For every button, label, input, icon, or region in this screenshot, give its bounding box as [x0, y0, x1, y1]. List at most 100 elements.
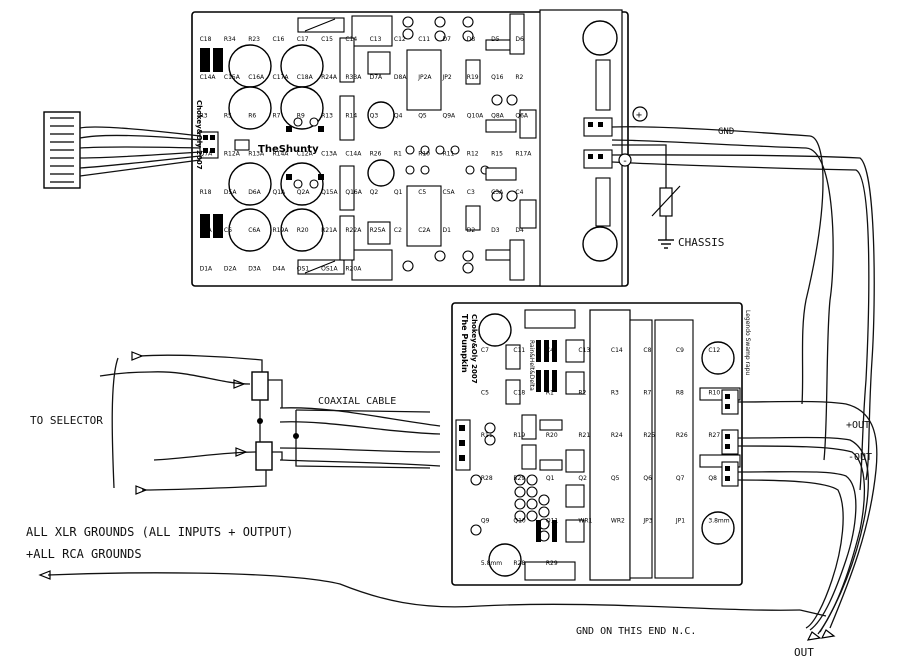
silkscreen-label: R13A: [248, 151, 265, 158]
chassis-label: CHASSIS: [678, 236, 724, 249]
silkscreen-label: R1: [394, 151, 402, 158]
silkscreen-label: R28: [481, 475, 493, 482]
silkscreen-label: R5: [224, 112, 232, 119]
silkscreen-label: R29: [513, 475, 525, 482]
silkscreen-label: WR1: [578, 518, 592, 525]
silkscreen-label: R19: [467, 74, 479, 81]
bottom-heatsink: [589, 309, 631, 581]
silkscreen-label: R23: [248, 36, 260, 43]
silkscreen-label: Q11: [546, 518, 559, 525]
out-label: OUT: [794, 646, 814, 659]
silkscreen-label: C13: [370, 36, 382, 43]
silkscreen-label: Q16A: [345, 189, 362, 196]
silkscreen-label: D1: [443, 227, 452, 234]
silkscreen-label: C3A: [491, 189, 504, 196]
silkscreen-label: C13: [578, 347, 590, 354]
silkscreen-label: R25A: [370, 227, 387, 234]
silkscreen-label: C4A: [200, 227, 213, 234]
silkscreen-label: C18: [513, 390, 525, 397]
silkscreen-label: Q2: [578, 475, 587, 482]
silkscreen-label: R14: [345, 112, 357, 119]
to-selector-label: TO SELECTOR: [30, 414, 103, 427]
silkscreen-label: C8: [643, 347, 651, 354]
silkscreen-label: C4: [515, 189, 523, 196]
silkscreen-label: D4A: [273, 266, 286, 273]
silkscreen-label: C14: [611, 347, 623, 354]
silkscreen-label: C5: [418, 189, 426, 196]
silkscreen-label: D3: [491, 227, 500, 234]
pumpkin-legend: Legendo Swamp rapu: [744, 310, 751, 376]
silkscreen-label: Q10A: [467, 112, 484, 119]
plus-out-label: +OUT: [846, 420, 870, 431]
minus-sign: -: [622, 156, 628, 167]
silkscreen-label: C12: [394, 36, 406, 43]
minus-out-label: -OUT: [848, 452, 872, 463]
silkscreen-label: Q4: [394, 112, 403, 119]
silkscreen-label: D6: [515, 36, 524, 43]
silkscreen-label: D4: [515, 227, 524, 234]
silkscreen-label: R25: [643, 432, 655, 439]
silkscreen-label: R18: [200, 189, 212, 196]
silkscreen-label: R6: [248, 112, 256, 119]
silkscreen-label: C18A: [297, 74, 314, 81]
shunty-title: TheShunty: [258, 144, 319, 155]
silkscreen-label: R12: [467, 151, 479, 158]
silkscreen-label: JP3: [642, 518, 652, 525]
silkscreen-label: R29: [546, 560, 558, 567]
silkscreen-label: Q2: [370, 189, 379, 196]
silkscreen-label: R12A: [224, 151, 241, 158]
silkscreen-label: R21A: [321, 227, 338, 234]
silkscreen-label: WR2: [611, 518, 625, 525]
silkscreen-label: Q3: [370, 112, 379, 119]
silkscreen-label: C5: [481, 390, 489, 397]
silkscreen-label: Q1: [546, 475, 555, 482]
silkscreen-label: R20: [297, 227, 309, 234]
silkscreen-label: Q2A: [297, 189, 311, 196]
silkscreen-label: D8A: [394, 74, 407, 81]
silkscreen-label: D7A: [370, 74, 383, 81]
pumpkin-title: The Pumpkin: [460, 314, 469, 373]
silkscreen-label: C11: [513, 347, 525, 354]
silkscreen-label: Q7: [676, 475, 685, 482]
silkscreen-label: C6A: [248, 227, 261, 234]
silkscreen-label: R1: [546, 390, 554, 397]
silkscreen-label: C6: [224, 227, 232, 234]
silkscreen-label: 5.8mm: [481, 560, 502, 567]
silkscreen-label: R2: [515, 74, 523, 81]
shunty-board: [191, 9, 629, 287]
silkscreen-label: OS1A: [321, 266, 338, 273]
silkscreen-label: R26: [676, 432, 688, 439]
silkscreen-label: C16A: [248, 74, 265, 81]
silkscreen-label: 3.8mm: [708, 518, 729, 525]
silkscreen-label: Q1A: [273, 189, 287, 196]
silkscreen-label: C7: [481, 347, 489, 354]
silkscreen-label: C14A: [200, 74, 217, 81]
silkscreen-label: R33A: [345, 74, 362, 81]
silkscreen-label: Q10: [513, 518, 526, 525]
silkscreen-label: R3: [611, 390, 619, 397]
silkscreen-label: R7: [273, 112, 281, 119]
silkscreen-label: R2: [578, 390, 586, 397]
pumpkin-board: [451, 302, 743, 586]
silkscreen-label: C15: [321, 36, 333, 43]
silkscreen-label: Q6A: [515, 112, 529, 119]
silkscreen-label: R11: [443, 151, 455, 158]
silkscreen-label: C12: [708, 347, 720, 354]
silkscreen-label: R17A: [515, 151, 532, 158]
silkscreen-label: Q16: [491, 74, 504, 81]
silkscreen-label: R9: [297, 112, 305, 119]
silkscreen-label: C13A: [321, 151, 338, 158]
silkscreen-label: R24: [611, 432, 623, 439]
grounds-label-line1: ALL XLR GROUNDS (ALL INPUTS + OUTPUT): [26, 525, 293, 539]
silkscreen-label: R20A: [345, 266, 362, 273]
plus-sign: +: [636, 110, 642, 121]
silkscreen-label: Q9A: [443, 112, 457, 119]
silkscreen-label: R21: [578, 432, 590, 439]
silkscreen-label: C14: [345, 36, 357, 43]
silkscreen-label: R8: [676, 390, 684, 397]
grounds-label-line2: +ALL RCA GROUNDS: [26, 547, 142, 561]
silkscreen-label: D5A: [224, 189, 237, 196]
